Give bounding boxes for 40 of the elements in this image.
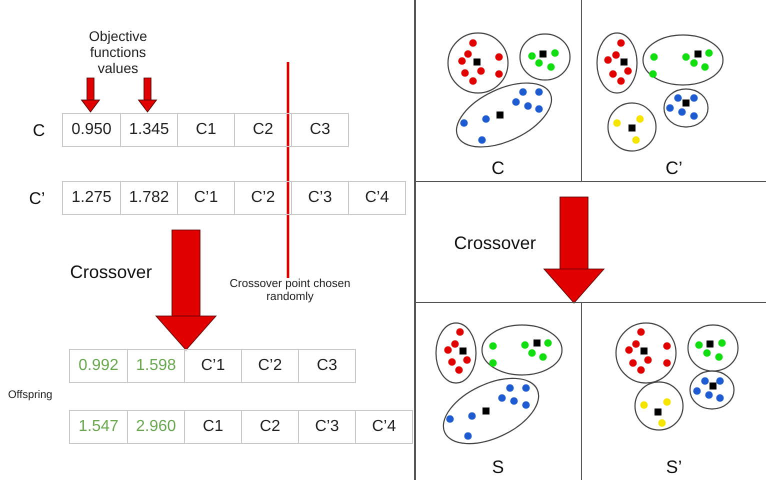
annotation-text: Objective functions values bbox=[68, 28, 168, 76]
gene-value: C’1 bbox=[184, 350, 241, 382]
gene-value: C3 bbox=[298, 350, 355, 382]
annotation-text: Crossover point chosen randomly bbox=[226, 278, 354, 304]
gene-cell: C2 bbox=[234, 114, 291, 146]
gene-value: C’2 bbox=[241, 350, 298, 382]
gene-cell: 1.275 bbox=[63, 182, 120, 214]
gene-cell: 1.782 bbox=[120, 182, 177, 214]
gene-value: C2 bbox=[241, 411, 298, 443]
block-arrow bbox=[544, 196, 604, 304]
crossover-point-line bbox=[286, 62, 290, 278]
gene-cell: C’1 bbox=[177, 182, 234, 214]
panel-label: S bbox=[492, 457, 504, 478]
gene-value: 0.992 bbox=[77, 356, 120, 376]
panel-band bbox=[415, 302, 766, 480]
panel-label: S’ bbox=[666, 457, 682, 478]
panel-label: C’ bbox=[666, 158, 682, 179]
row-group-label: Offspring bbox=[8, 389, 52, 401]
gene-value: C’3 bbox=[298, 411, 355, 443]
gene-cell: C3 bbox=[291, 114, 348, 146]
gene-value: 2.960 bbox=[127, 411, 184, 443]
arrow bbox=[81, 78, 100, 112]
row-label: C’ bbox=[28, 189, 45, 209]
gene-value: C’4 bbox=[355, 411, 412, 443]
gene-cell: C1 bbox=[177, 114, 234, 146]
chromosome-row bbox=[69, 349, 356, 383]
panel-band bbox=[415, 0, 766, 182]
gene-cell: C’4 bbox=[348, 182, 405, 214]
gene-cell: 1.345 bbox=[120, 114, 177, 146]
gene-cell: 0.950 bbox=[63, 114, 120, 146]
chromosome-row bbox=[69, 410, 413, 444]
gene-value: 1.547 bbox=[77, 417, 120, 437]
gene-cell: C’3 bbox=[291, 182, 348, 214]
gene-cell: C’2 bbox=[234, 182, 291, 214]
panel-label: C bbox=[492, 158, 504, 179]
block-arrow bbox=[156, 230, 216, 350]
gene-value: C1 bbox=[184, 411, 241, 443]
gene-value: 1.598 bbox=[127, 350, 184, 382]
row-label: C bbox=[32, 121, 45, 141]
arrow bbox=[138, 78, 157, 112]
